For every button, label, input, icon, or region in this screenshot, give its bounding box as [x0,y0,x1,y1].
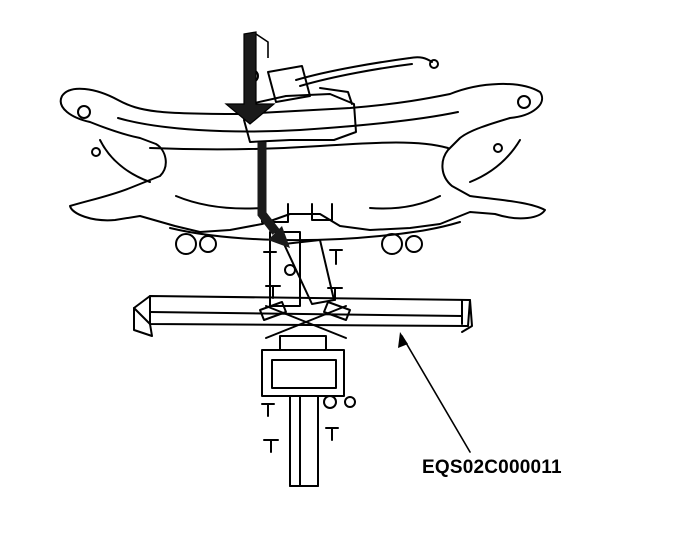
leader-arrowhead [398,332,408,348]
jack-post [261,231,356,487]
subframe [59,83,546,255]
brake-hose [245,56,439,105]
callout-code-label: EQS02C000011 [422,457,562,478]
lowering-arrow [224,31,290,248]
callout-leader-line [401,335,471,453]
mounting-bolts [261,249,343,453]
lift-table [133,295,473,339]
